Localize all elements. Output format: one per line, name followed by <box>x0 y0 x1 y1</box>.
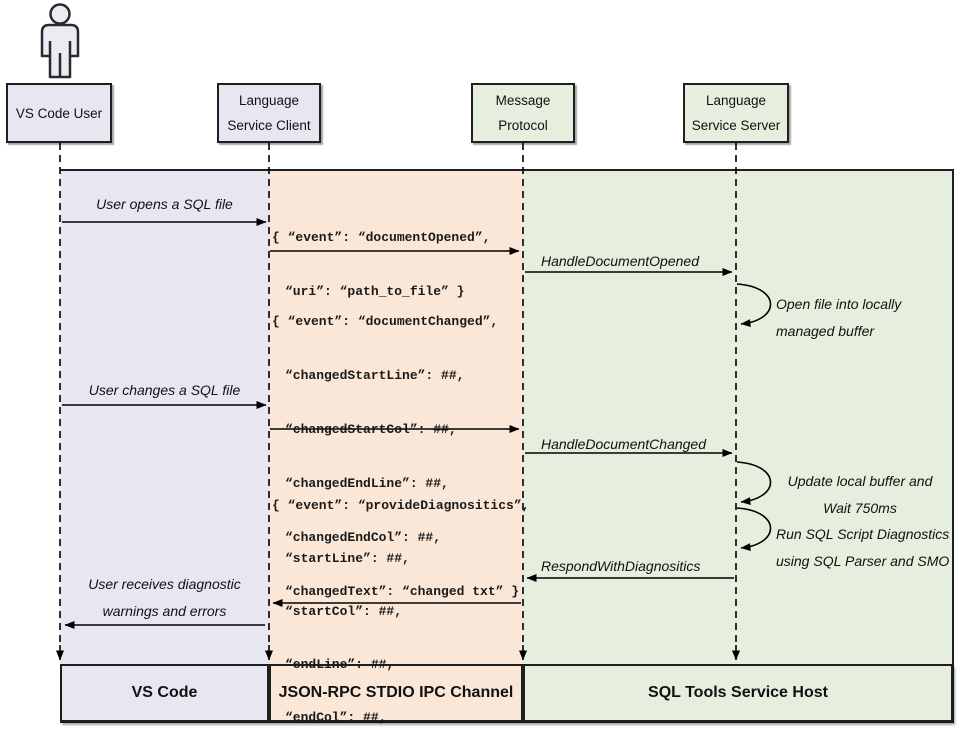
payload-line: “endLine”: ##, <box>285 657 395 672</box>
message-label-user-changes: User changes a SQL file <box>88 382 241 398</box>
message-label-user-receives: User receives diagnostic warnings and er… <box>60 571 269 625</box>
payload-line: “changedStartCol”: ##, <box>285 422 457 437</box>
note-update-buffer-wait: Update local buffer and Wait 750ms <box>770 468 950 522</box>
note-line: Update local buffer and <box>787 473 933 489</box>
payload-line: “startCol”: ##, <box>285 604 403 619</box>
lane-vscode <box>60 170 269 722</box>
payload-line: { “event”: “documentOpened”, <box>272 230 491 245</box>
note-line: Wait 750ms <box>823 500 897 516</box>
message-label-respond-with-diagnostics: RespondWithDiagnositics <box>541 558 701 574</box>
note-run-diagnostics: Run SQL Script Diagnostics using SQL Par… <box>776 521 949 575</box>
note-line: Run SQL Script Diagnostics <box>776 526 950 542</box>
payload-line: “startLine”: ##, <box>285 551 410 566</box>
actor-box-language-service-server: Language Service Server <box>683 83 789 143</box>
actor-box-vscode-user: VS Code User <box>6 83 112 143</box>
user-actor-icon <box>40 3 80 79</box>
payload-provide-diagnostics: { “event”: “provideDiagnositics”, “start… <box>272 464 529 732</box>
payload-line: { “event”: “provideDiagnositics”, <box>272 498 530 513</box>
actor-label: Service Client <box>227 118 311 133</box>
actor-label: Protocol <box>498 118 548 133</box>
message-label-line: User receives diagnostic <box>88 576 241 592</box>
note-line: using SQL Parser and SMO <box>776 553 950 569</box>
payload-line: “changedStartLine”: ##, <box>285 368 465 383</box>
note-line: managed buffer <box>776 323 875 339</box>
actor-box-language-service-client: Language Service Client <box>217 83 321 143</box>
payload-line: “endCol”: ##, <box>285 710 387 725</box>
actor-label: Language <box>238 93 300 108</box>
message-label-handle-document-changed: HandleDocumentChanged <box>541 436 706 452</box>
actor-label: Language <box>705 93 767 108</box>
actor-label: Service Server <box>691 118 781 133</box>
message-label-user-opens: User opens a SQL file <box>96 196 233 212</box>
note-open-file-buffer: Open file into locally managed buffer <box>776 291 901 345</box>
actor-box-message-protocol: Message Protocol <box>471 83 575 143</box>
actor-label: Message <box>495 93 551 108</box>
message-label-handle-document-opened: HandleDocumentOpened <box>541 253 699 269</box>
payload-line: { “event”: “documentChanged”, <box>272 314 499 329</box>
note-line: Open file into locally <box>776 296 902 312</box>
system-box-label: VS Code <box>131 684 198 701</box>
system-box-vscode: VS Code <box>60 664 269 722</box>
actor-label: VS Code User <box>15 105 103 121</box>
message-label-line: warnings and errors <box>102 603 227 619</box>
system-box-sql-tools-service-host: SQL Tools Service Host <box>523 664 953 722</box>
system-box-label: SQL Tools Service Host <box>648 684 828 701</box>
